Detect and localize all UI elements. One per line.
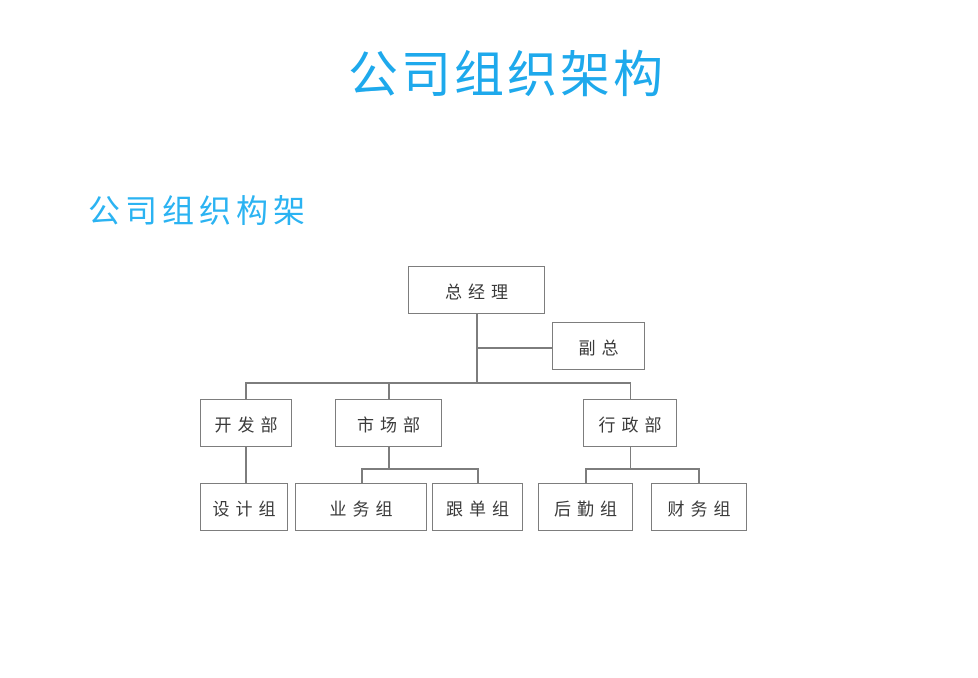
org-node-deputy-general: 副总 <box>552 322 645 370</box>
org-node-design-group: 设计组 <box>200 483 288 531</box>
connector-gm-trunk <box>476 314 478 383</box>
org-node-order-tracking-group: 跟单组 <box>432 483 523 531</box>
org-node-finance-group: 财务组 <box>651 483 747 531</box>
connector-drop-logistics <box>585 468 587 484</box>
org-node-business-group: 业务组 <box>295 483 427 531</box>
connector-drop-admin <box>629 382 631 400</box>
org-node-logistics-group: 后勤组 <box>538 483 633 531</box>
org-node-marketing-dept: 市场部 <box>335 399 442 447</box>
connector-depts-branch <box>245 382 631 384</box>
connector-admin-branch <box>585 468 699 470</box>
section-subtitle: 公司组织构架 <box>88 193 311 229</box>
org-node-development-dept: 开发部 <box>200 399 292 447</box>
connector-drop-dev <box>245 382 247 400</box>
org-node-general-manager: 总经理 <box>408 266 545 314</box>
connector-gm-deputy <box>476 347 553 349</box>
connector-drop-market <box>388 382 390 400</box>
page-title: 公司组织架构 <box>348 47 666 103</box>
connector-market-branch <box>361 468 478 470</box>
connector-drop-business <box>361 468 363 484</box>
connector-dev-design <box>245 447 247 484</box>
connector-admin-stem <box>629 447 631 469</box>
connector-market-stem <box>388 447 390 469</box>
org-node-administration-dept: 行政部 <box>583 399 677 447</box>
connector-drop-finance <box>698 468 700 484</box>
connector-drop-order <box>477 468 479 484</box>
